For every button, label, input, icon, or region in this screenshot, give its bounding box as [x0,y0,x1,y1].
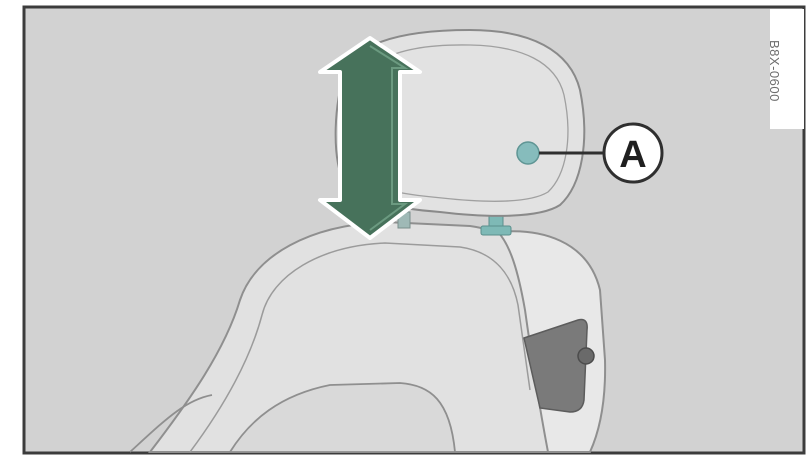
headrest-post-right-base [481,226,511,235]
headrest-release-button [517,142,539,164]
seat-side-knob [578,348,594,364]
callout-label: A [619,134,646,176]
image-code: B8X-0600 [767,40,782,102]
